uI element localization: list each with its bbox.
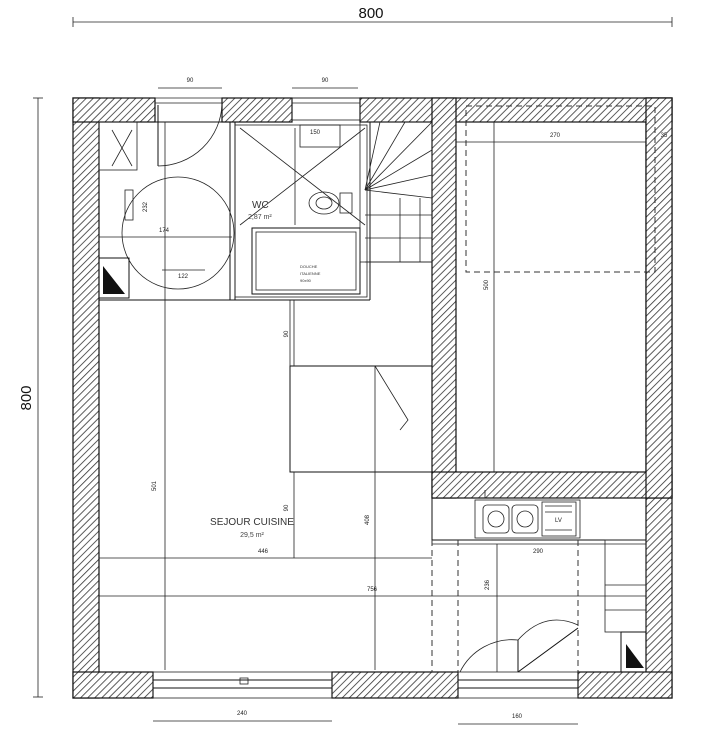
hob-label: LV bbox=[555, 518, 562, 524]
dim-bath-diameter: 174 bbox=[159, 228, 170, 234]
partition-bedroom-left bbox=[431, 97, 457, 499]
shower-label-2: ITALIENNE bbox=[300, 271, 321, 276]
sejour-name: SEJOUR CUISINE bbox=[210, 517, 294, 528]
kitchen-counter: LV 290 bbox=[431, 490, 647, 673]
overall-width-dimension: 800 bbox=[72, 5, 673, 27]
bathroom: 174 122 232 bbox=[98, 103, 235, 670]
wall-bottom-b bbox=[331, 671, 459, 699]
sejour: 446 756 501 408 90 90 SEJOUR CUISINE 29,… bbox=[99, 300, 646, 670]
kitchen-island bbox=[289, 300, 433, 473]
wall-bottom-c bbox=[577, 671, 673, 699]
partition-bedroom-right bbox=[645, 97, 673, 499]
wall-top-c bbox=[359, 97, 673, 123]
staircase bbox=[359, 121, 433, 263]
bed-outline bbox=[465, 105, 656, 273]
dim-bath-vertical: 232 bbox=[143, 201, 149, 212]
wall-top-a bbox=[72, 97, 156, 123]
interior-partitions bbox=[99, 97, 673, 499]
dim-kitchen-lower: 90 bbox=[284, 504, 290, 511]
overall-width-label: 800 bbox=[358, 5, 383, 22]
dim-sejour-width: 446 bbox=[258, 549, 269, 555]
wall-bottom-a bbox=[72, 671, 154, 699]
dim-middle-height: 408 bbox=[365, 514, 371, 525]
shower-label-1: DOUCHE bbox=[300, 264, 318, 269]
bottom-windows: 240 160 bbox=[152, 671, 579, 725]
wc-name: WC bbox=[252, 200, 269, 211]
wall-left bbox=[72, 97, 100, 699]
dim-window-right: 160 bbox=[512, 714, 523, 720]
dim-bed-width: 270 bbox=[550, 133, 561, 139]
overall-height-dimension: 800 bbox=[18, 97, 43, 698]
dim-entry-height: 236 bbox=[485, 579, 491, 590]
dim-wc-small: 150 bbox=[310, 130, 321, 136]
shower-label-3: 90x90 bbox=[300, 278, 312, 283]
sejour-area: 29,5 m² bbox=[240, 532, 264, 539]
dim-door-top-left: 90 bbox=[187, 78, 194, 84]
bedroom: 270 35 500 bbox=[456, 105, 668, 472]
partition-wc-left bbox=[229, 121, 236, 301]
dim-kitchen-upper: 90 bbox=[284, 330, 290, 337]
dim-window-left: 240 bbox=[237, 711, 248, 717]
partition-bedroom-bottom bbox=[431, 471, 673, 499]
wc-room: DOUCHE ITALIENNE 90x90 150 WC 2,87 m² bbox=[234, 124, 368, 298]
wc-area: 2,87 m² bbox=[248, 214, 272, 221]
dim-bed-length: 500 bbox=[484, 279, 490, 290]
wall-top-b bbox=[221, 97, 293, 123]
entry-area: 236 bbox=[431, 540, 579, 673]
dim-bath-bottom: 122 bbox=[178, 274, 189, 280]
dim-total-width: 756 bbox=[367, 587, 378, 593]
dim-bed-side: 35 bbox=[661, 133, 668, 139]
dim-counter-width: 290 bbox=[533, 549, 544, 555]
overall-height-label: 800 bbox=[18, 385, 35, 410]
dim-sejour-height: 501 bbox=[152, 480, 158, 491]
top-openings: 90 90 bbox=[155, 78, 361, 121]
dim-door-top-right: 90 bbox=[322, 78, 329, 84]
